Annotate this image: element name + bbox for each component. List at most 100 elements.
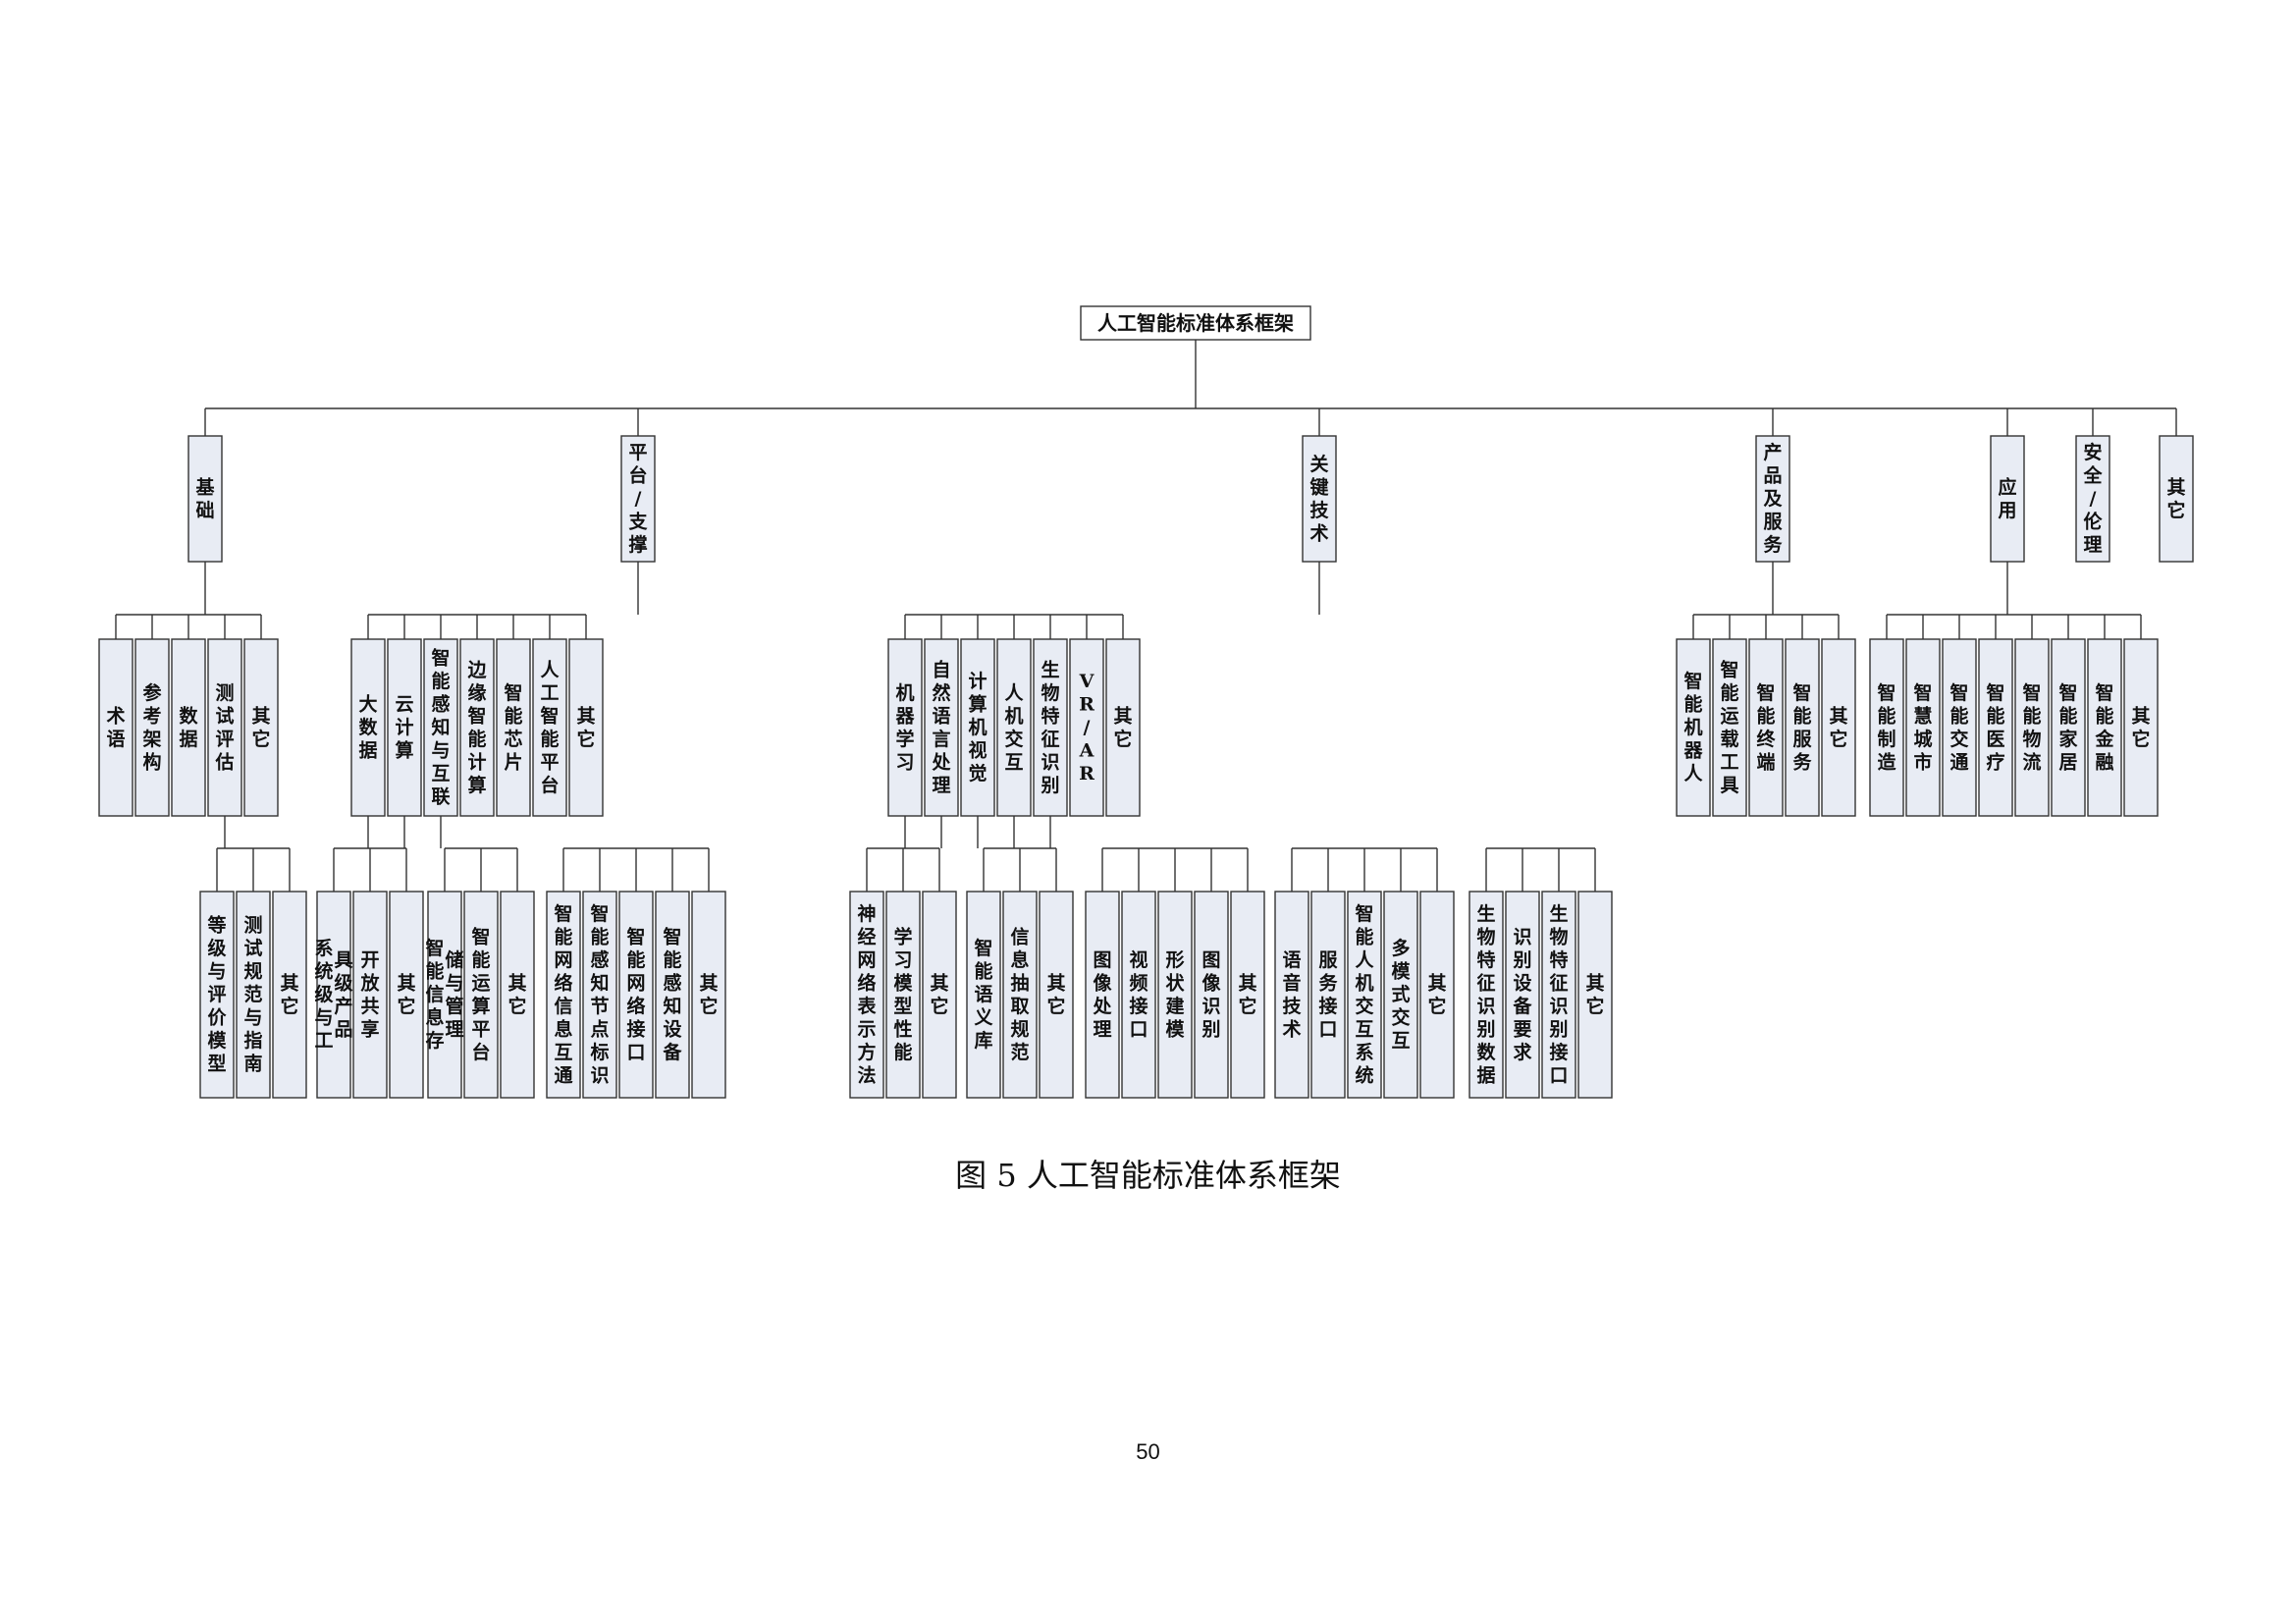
item-智能感知与互联-智能网络接口-label: 智能网络接口 — [626, 925, 645, 1063]
item-大数据-开放共享: 开放共享 — [352, 891, 388, 1099]
subcategory-产品及服务-智能机器人: 智能机器人 — [1676, 638, 1711, 817]
item-机器学习-学习模型性能-box — [885, 891, 921, 1099]
subcategory-关键技术-计算机视觉-label: 计算机视觉 — [968, 671, 987, 785]
category-应用-label: 应用 — [1998, 475, 2016, 521]
category-应用-box — [1990, 435, 2025, 563]
subcategory-应用-智能金融-box — [2087, 638, 2122, 817]
category-安全-伦理-label: 安全/伦理 — [2082, 441, 2103, 556]
subcategory-产品及服务-智能服务-label: 智能服务 — [1792, 681, 1812, 774]
subcategory-基础-其它-label: 其它 — [251, 705, 270, 750]
item-大数据-系统级与工具级产品: 系统级与工具级产品 — [314, 891, 353, 1099]
subcategory-应用-智慧城市-label: 智慧城市 — [1913, 681, 1932, 774]
subcategory-关键技术-生物特征识别: 生物特征识别 — [1033, 638, 1068, 817]
item-自然语言处理-智能语义库: 智能语义库 — [966, 891, 1001, 1099]
item-人机交互-智能人机交互系统: 智能人机交互系统 — [1347, 891, 1382, 1099]
item-云计算-智能信息存储与管理-box — [427, 891, 462, 1099]
subcategory-关键技术-生物特征识别-label: 生物特征识别 — [1040, 658, 1059, 796]
item-云计算-智能信息存储与管理: 智能信息存储与管理 — [425, 891, 464, 1099]
subcategory-基础-数据: 数据 — [171, 638, 206, 817]
item-计算机视觉-图像识别-label: 图像识别 — [1201, 949, 1221, 1041]
item-生物特征识别-生物特征识别接口-label: 生物特征识别接口 — [1548, 902, 1568, 1087]
item-机器学习-神经网络表示方法: 神经网络表示方法 — [849, 891, 884, 1099]
item-人机交互-语音技术-label: 语音技术 — [1282, 949, 1302, 1041]
item-测试评估-测试规范与指南: 测试规范与指南 — [236, 891, 271, 1099]
subcategory-应用-智能制造: 智能制造 — [1869, 638, 1904, 817]
subcategory-产品及服务-智能机器人-box — [1676, 638, 1711, 817]
item-计算机视觉-形状建模: 形状建模 — [1157, 891, 1193, 1099]
subcategory-产品及服务-其它-box — [1821, 638, 1856, 817]
subcategory-平台-支撑-大数据-label: 大数据 — [358, 693, 378, 762]
subcategory-应用-其它-box — [2123, 638, 2159, 817]
item-生物特征识别-生物特征识别数据-box — [1468, 891, 1504, 1099]
category-产品及服务: 产品及服务 — [1755, 435, 1790, 563]
item-测试评估-测试规范与指南-label: 测试规范与指南 — [243, 915, 262, 1075]
subcategory-平台-支撑-人工智能平台-box — [532, 638, 567, 817]
subcategory-产品及服务-智能服务-box — [1785, 638, 1820, 817]
item-云计算-其它-label: 其它 — [507, 972, 526, 1017]
subcategory-应用-智能医疗-box — [1978, 638, 2013, 817]
subcategory-产品及服务-智能终端: 智能终端 — [1748, 638, 1784, 817]
subcategory-基础-术语: 术语 — [98, 638, 133, 817]
subcategory-产品及服务-智能运载工具-box — [1712, 638, 1747, 817]
subcategory-应用-智能家居: 智能家居 — [2051, 638, 2086, 817]
subcategory-应用-智慧城市-box — [1905, 638, 1941, 817]
subcategory-平台-支撑-其它-label: 其它 — [576, 705, 595, 750]
item-人机交互-服务接口: 服务接口 — [1310, 891, 1346, 1099]
figure-caption: 图 5 人工智能标准体系框架 — [955, 1157, 1341, 1194]
subcategory-基础-测试评估-box — [207, 638, 242, 817]
item-计算机视觉-视频接口-box — [1121, 891, 1156, 1099]
subcategory-基础-术语-box — [98, 638, 133, 817]
category-其它: 其它 — [2159, 435, 2194, 563]
subcategory-平台-支撑-人工智能平台: 人工智能平台 — [532, 638, 567, 817]
item-智能感知与互联-智能感知设备-box — [655, 891, 690, 1099]
item-人机交互-语音技术-box — [1274, 891, 1309, 1099]
item-智能感知与互联-其它-box — [691, 891, 726, 1099]
subcategory-产品及服务-智能运载工具-label: 智能运载工具 — [1720, 658, 1738, 796]
root-node-label: 人工智能标准体系框架 — [1097, 311, 1294, 335]
item-人机交互-智能人机交互系统-box — [1347, 891, 1382, 1099]
item-生物特征识别-其它: 其它 — [1577, 891, 1613, 1099]
item-云计算-智能运算平台: 智能运算平台 — [463, 891, 499, 1099]
item-智能感知与互联-智能感知设备-label: 智能感知设备 — [662, 925, 682, 1063]
item-人机交互-多模式交互: 多模式交互 — [1383, 891, 1418, 1099]
item-自然语言处理-其它-box — [1039, 891, 1074, 1099]
item-机器学习-神经网络表示方法-label: 神经网络表示方法 — [857, 902, 877, 1087]
item-自然语言处理-信息抽取规范-label: 信息抽取规范 — [1010, 925, 1029, 1063]
item-计算机视觉-形状建模-box — [1157, 891, 1193, 1099]
item-生物特征识别-生物特征识别数据: 生物特征识别数据 — [1468, 891, 1504, 1099]
subcategory-基础-参考架构: 参考架构 — [134, 638, 170, 817]
category-平台-支撑-label: 平台/支撑 — [627, 442, 648, 556]
subcategory-应用-其它: 其它 — [2123, 638, 2159, 817]
item-人机交互-智能人机交互系统-label: 智能人机交互系统 — [1355, 902, 1374, 1087]
subcategory-关键技术-人机交互: 人机交互 — [996, 638, 1032, 817]
subcategory-应用-智能交通-label: 智能交通 — [1949, 681, 1969, 774]
item-机器学习-其它: 其它 — [922, 891, 957, 1099]
subcategory-平台-支撑-智能芯片-box — [496, 638, 531, 817]
subcategory-基础-参考架构-label: 参考架构 — [141, 681, 161, 774]
subcategory-应用-智能家居-label: 智能家居 — [2058, 681, 2078, 774]
item-智能感知与互联-智能感知节点标识-box — [582, 891, 617, 1099]
item-计算机视觉-其它-label: 其它 — [1238, 972, 1256, 1017]
item-测试评估-测试规范与指南-box — [236, 891, 271, 1099]
item-计算机视觉-其它: 其它 — [1230, 891, 1265, 1099]
subcategory-应用-其它-label: 其它 — [2131, 705, 2150, 750]
item-自然语言处理-智能语义库-label: 智能语义库 — [974, 937, 992, 1052]
subcategory-基础-测试评估-label: 测试评估 — [214, 682, 234, 774]
item-智能感知与互联-智能网络信息互通: 智能网络信息互通 — [546, 891, 581, 1099]
item-测试评估-等级与评价模型-box — [199, 891, 235, 1099]
subcategory-应用-智慧城市: 智慧城市 — [1905, 638, 1941, 817]
item-测试评估-等级与评价模型-label: 等级与评价模型 — [206, 914, 227, 1075]
subcategory-应用-智能制造-label: 智能制造 — [1877, 681, 1896, 774]
item-计算机视觉-图像识别-box — [1194, 891, 1229, 1099]
category-关键技术-label: 关键技术 — [1308, 453, 1329, 545]
item-自然语言处理-信息抽取规范: 信息抽取规范 — [1002, 891, 1038, 1099]
item-自然语言处理-其它: 其它 — [1039, 891, 1074, 1099]
subcategory-关键技术-其它-label: 其它 — [1113, 705, 1132, 750]
item-智能感知与互联-智能感知节点标识-label: 智能感知节点标识 — [590, 902, 609, 1087]
category-产品及服务-label: 产品及服务 — [1763, 441, 1783, 556]
subcategory-平台-支撑-云计算-label: 云计算 — [395, 694, 413, 762]
item-测试评估-其它: 其它 — [272, 891, 307, 1099]
